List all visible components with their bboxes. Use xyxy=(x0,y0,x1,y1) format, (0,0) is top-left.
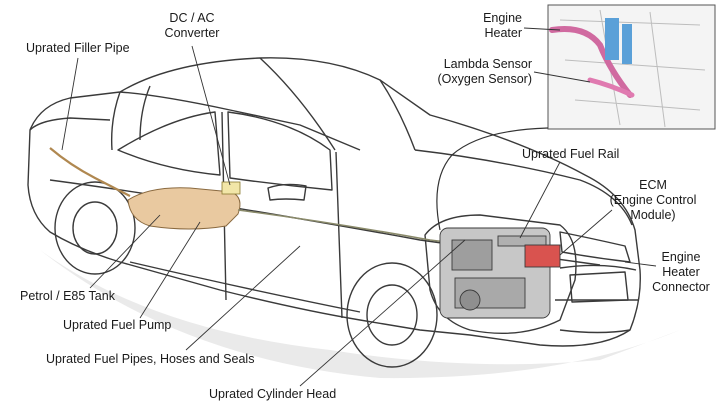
label-ecm-line1: ECM xyxy=(639,178,667,192)
label-engine-heater: Engine Heater xyxy=(452,11,522,41)
label-ecm-line2: (Engine Control xyxy=(609,193,697,207)
leader-lines xyxy=(61,27,657,387)
label-ecm: ECM (Engine Control Module) xyxy=(598,178,708,223)
engine-block xyxy=(439,227,561,319)
leader-fuel-rail xyxy=(519,161,561,239)
filler-pipe xyxy=(49,147,131,197)
body-outline xyxy=(27,57,641,347)
headlight xyxy=(559,231,631,263)
label-heater-connector-line1: Engine xyxy=(661,250,701,264)
front-bumper xyxy=(554,264,638,334)
leader-tank xyxy=(89,214,161,289)
leader-pipes xyxy=(185,245,301,351)
label-fuel-rail: Uprated Fuel Rail xyxy=(522,147,620,161)
label-engine-heater-line2: Heater xyxy=(484,26,522,40)
grille xyxy=(569,271,629,303)
engine-heater-hose xyxy=(549,26,633,98)
rear-window xyxy=(110,85,151,151)
label-tank: Petrol / E85 Tank xyxy=(20,289,115,303)
label-lambda-sensor: Lambda Sensor (Oxygen Sensor) xyxy=(420,57,532,87)
rear-wheel-rim xyxy=(72,201,118,255)
mirror xyxy=(267,183,307,201)
leader-heater-connector xyxy=(624,261,657,267)
inset-sensor-blue-2 xyxy=(622,24,632,64)
label-fuel-pipes: Uprated Fuel Pipes, Hoses and Seals xyxy=(46,352,255,366)
label-fuel-pump: Uprated Fuel Pump xyxy=(63,318,172,332)
inset-frame xyxy=(547,4,716,130)
label-filler-pipe: Uprated Filler Pipe xyxy=(26,41,130,55)
label-dcac-line1: DC / AC xyxy=(169,11,215,25)
inset-sensor-blue-1 xyxy=(605,18,619,60)
label-heater-connector-line2: Heater xyxy=(662,265,700,279)
engine-bay xyxy=(424,214,577,334)
rocker xyxy=(129,261,361,313)
front-wheel-rim xyxy=(366,284,418,346)
engine-pulley xyxy=(459,289,481,311)
label-engine-heater-line1: Engine xyxy=(483,11,522,25)
leader-engine-heater xyxy=(523,27,561,31)
fuel-rail xyxy=(497,235,547,247)
engine-red-part xyxy=(524,244,561,268)
trunk xyxy=(29,117,111,131)
hood xyxy=(414,149,633,226)
label-lambda-line1: Lambda Sensor xyxy=(443,57,532,71)
leader-lambda xyxy=(533,71,591,83)
leader-pump xyxy=(139,221,201,319)
dcac-converter-unit xyxy=(221,181,241,195)
leader-cylinder-head xyxy=(299,239,466,387)
car-body xyxy=(27,57,641,368)
leader-ecm xyxy=(559,209,613,256)
inset-structure xyxy=(559,9,706,128)
label-ecm-line3: Module) xyxy=(630,208,676,222)
label-cylinder-head: Uprated Cylinder Head xyxy=(209,387,337,401)
label-dcac-line2: Converter xyxy=(164,26,220,40)
leader-filler xyxy=(61,57,79,151)
side-window-front xyxy=(227,111,333,191)
front-wheel xyxy=(346,262,438,368)
leader-dcac xyxy=(191,45,231,186)
inset-connector xyxy=(436,127,549,231)
label-heater-connector: Engine Heater Connector xyxy=(648,250,714,295)
rear-wheel xyxy=(54,181,136,275)
roof-line xyxy=(119,91,361,151)
side-window-rear xyxy=(117,111,221,176)
windshield xyxy=(259,57,416,151)
label-dcac-converter: DC / AC Converter xyxy=(150,11,234,41)
label-lambda-line2: (Oxygen Sensor) xyxy=(437,72,532,86)
lambda-sensor xyxy=(587,77,635,98)
sensor-inset xyxy=(547,4,716,130)
engine-detail-1 xyxy=(451,239,493,271)
label-heater-connector-line3: Connector xyxy=(652,280,710,294)
